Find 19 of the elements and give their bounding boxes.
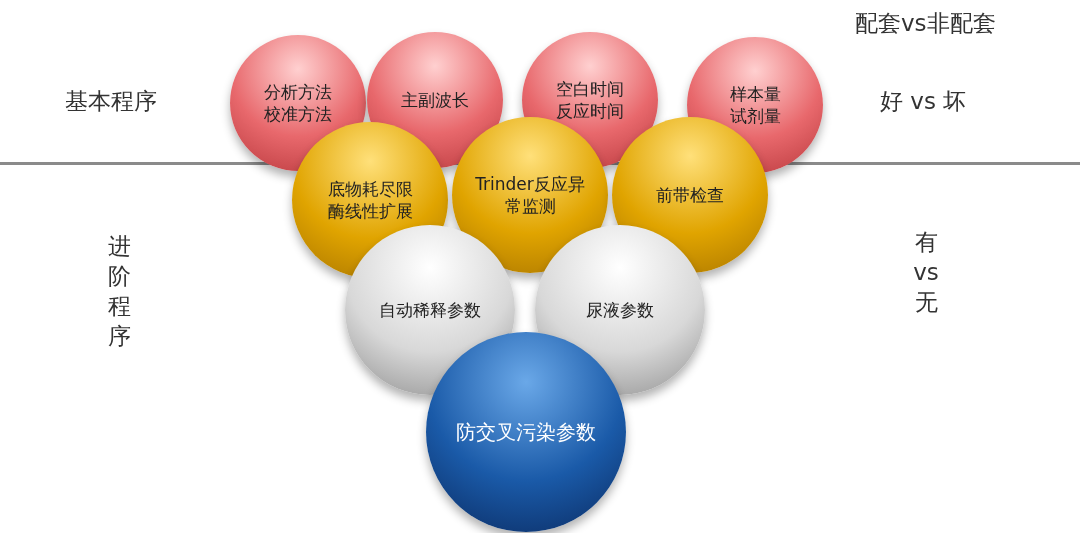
sphere-label: Trinder反应异常监测 [475, 172, 585, 218]
sphere-label: 自动稀释参数 [379, 298, 481, 322]
sphere-label: 主副波长 [401, 88, 469, 112]
heading-text: 基本程序 [65, 87, 157, 116]
sphere-label: 反应时间 [556, 100, 624, 123]
sphere-label: 试剂量 [729, 105, 781, 128]
sphere-label: 防交叉污染参数 [456, 419, 596, 445]
sphere-label: 尿液参数 [586, 298, 654, 322]
vertical-heading: 进阶程序 [106, 232, 132, 351]
sphere-label: 空白时间 [556, 77, 624, 100]
sphere-label: 底物耗尽限 [327, 177, 413, 200]
sphere-label: 样本量 [729, 82, 781, 105]
sphere-label: 校准方法 [264, 103, 332, 126]
vertical-heading: 有 vs 无 [912, 228, 940, 317]
heading-text: 配套vs非配套 [855, 9, 996, 38]
sphere-label: 分析方法 [264, 80, 332, 103]
heading-text: 好 vs 坏 [880, 87, 967, 116]
sphere-label: 酶线性扩展 [327, 200, 413, 223]
sphere-label: 前带检查 [656, 183, 724, 207]
